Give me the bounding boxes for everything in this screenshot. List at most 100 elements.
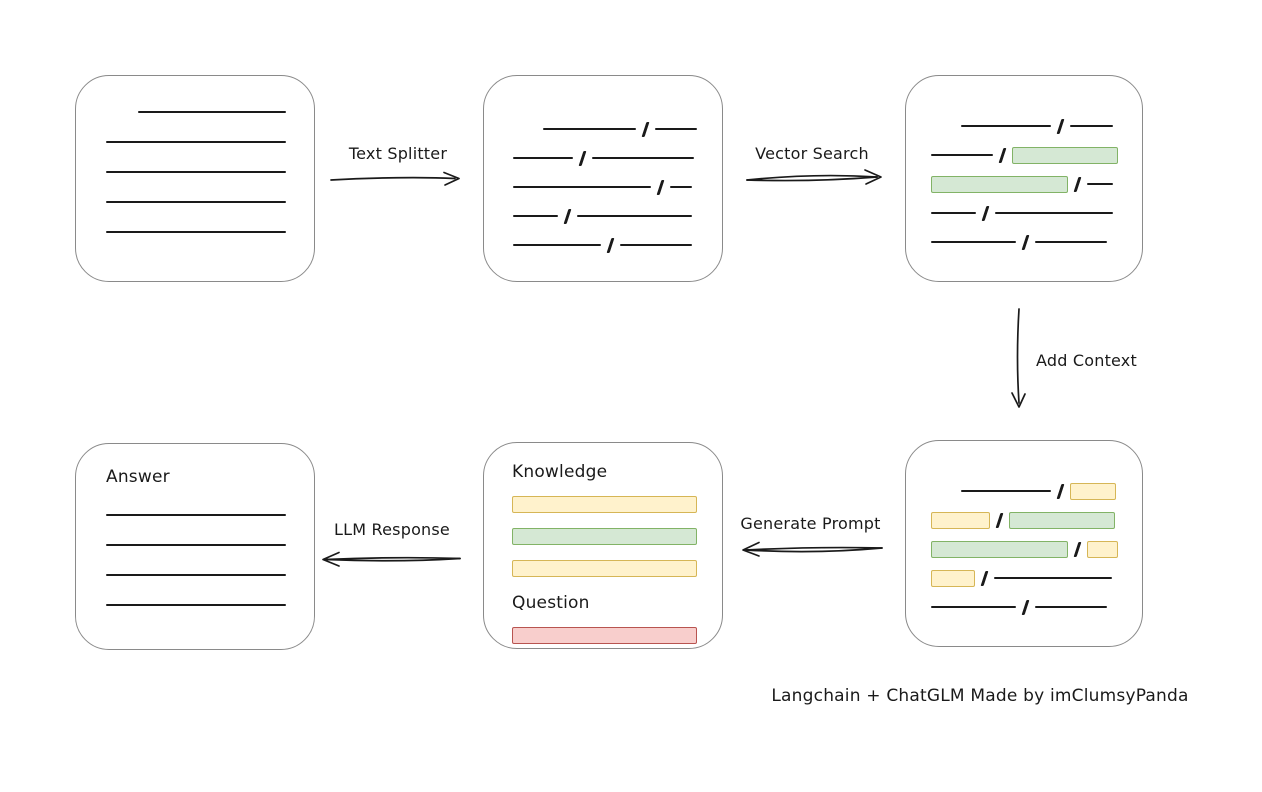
arrow-shaft [325, 556, 461, 561]
slash-separator [578, 150, 587, 166]
prompt-box-content: Knowledge Question [484, 443, 722, 644]
chunk-row [931, 539, 1142, 559]
context-chunk-rows [906, 441, 1142, 617]
question-bars [512, 627, 697, 644]
text-line [106, 604, 286, 606]
yellow-highlight-chunk [931, 511, 990, 529]
text-line [654, 128, 697, 130]
text-line [619, 244, 692, 246]
chunk-row [106, 574, 314, 576]
slash-separator [1056, 118, 1065, 134]
text-line [513, 186, 651, 188]
chunk-row [931, 568, 1142, 588]
text-line [931, 606, 1016, 608]
slash-separator [995, 512, 1004, 528]
split-chunks-box [483, 75, 723, 282]
arrow-shaft [330, 176, 456, 181]
chunk-row [106, 514, 314, 516]
slash-separator [1021, 234, 1030, 250]
chunk-row [513, 235, 722, 255]
text-line [1086, 183, 1113, 185]
green-prompt-bar [512, 528, 697, 545]
text-line [576, 215, 692, 217]
llm-response-label: LLM Response [334, 520, 450, 539]
text-line [106, 141, 286, 143]
indent-gap [106, 112, 138, 113]
arrow-head [742, 541, 760, 557]
vector-search-arrow-icon [746, 169, 882, 185]
indent-gap [931, 491, 961, 492]
question-label: Question [512, 593, 590, 613]
text-line [931, 241, 1016, 243]
text-line [543, 128, 636, 130]
answer-box: Answer [75, 443, 315, 650]
arrow-shaft [745, 546, 883, 551]
slash-separator [656, 179, 665, 195]
green-highlight-chunk [1008, 511, 1115, 529]
chunk-row [931, 597, 1142, 617]
text-line [513, 215, 558, 217]
chunk-row [106, 171, 314, 173]
text-line [591, 157, 694, 159]
slash-separator [1056, 483, 1065, 499]
text-line [931, 212, 976, 214]
text-line [961, 125, 1051, 127]
arrow-head [1011, 392, 1026, 408]
slash-separator [563, 208, 572, 224]
arrow-shaft [746, 174, 878, 181]
slash-separator [998, 147, 1007, 163]
context-chunks-box [905, 440, 1143, 647]
chunk-row [513, 206, 722, 226]
arrow-shaft [745, 547, 883, 553]
text-line [106, 544, 286, 546]
text-line [961, 490, 1051, 492]
document-box [75, 75, 315, 282]
knowledge-bars [512, 496, 697, 577]
text-line [106, 171, 286, 173]
slash-separator [980, 570, 989, 586]
chunk-row [106, 141, 314, 143]
chunk-row [513, 148, 722, 168]
prompt-box: Knowledge Question [483, 442, 723, 649]
text-line [1034, 241, 1107, 243]
generate-prompt-label: Generate Prompt [740, 514, 881, 533]
indent-gap [931, 126, 961, 127]
chunk-row [931, 116, 1142, 136]
chunk-row [106, 231, 314, 233]
arrow-shaft [1016, 308, 1020, 404]
arrow-head [322, 551, 340, 567]
llm-response-arrow-icon [322, 551, 461, 567]
text-line [994, 212, 1113, 214]
arrow-head [443, 171, 460, 186]
text-line [931, 154, 993, 156]
yellow-highlight-chunk [1086, 540, 1118, 558]
yellow-highlight-chunk [931, 569, 975, 587]
chunk-row [931, 174, 1142, 194]
arrow-shaft [325, 557, 461, 562]
green-highlight-chunk [931, 540, 1068, 558]
matched-chunk-rows [906, 76, 1142, 252]
chunk-row [931, 203, 1142, 223]
answer-label: Answer [106, 467, 170, 487]
chunk-row [106, 604, 314, 606]
generate-prompt-arrow-icon [742, 541, 883, 557]
yellow-prompt-bar [512, 560, 697, 577]
text-line [106, 514, 286, 516]
document-text-lines [76, 76, 314, 233]
text-line [513, 244, 601, 246]
answer-box-content: Answer [76, 444, 314, 606]
add-context-arrow-icon [1011, 308, 1026, 408]
slash-separator [1021, 599, 1030, 615]
matched-chunks-box [905, 75, 1143, 282]
split-chunk-rows [484, 76, 722, 255]
knowledge-label: Knowledge [512, 462, 608, 482]
diagram-caption: Langchain + ChatGLM Made by imClumsyPand… [771, 686, 1189, 706]
chunk-row [931, 481, 1142, 501]
text-splitter-label: Text Splitter [348, 144, 448, 163]
vector-search-label: Vector Search [755, 144, 869, 163]
text-line [1034, 606, 1107, 608]
answer-text-lines [106, 488, 314, 606]
text-line [106, 574, 286, 576]
red-prompt-bar [512, 627, 697, 644]
